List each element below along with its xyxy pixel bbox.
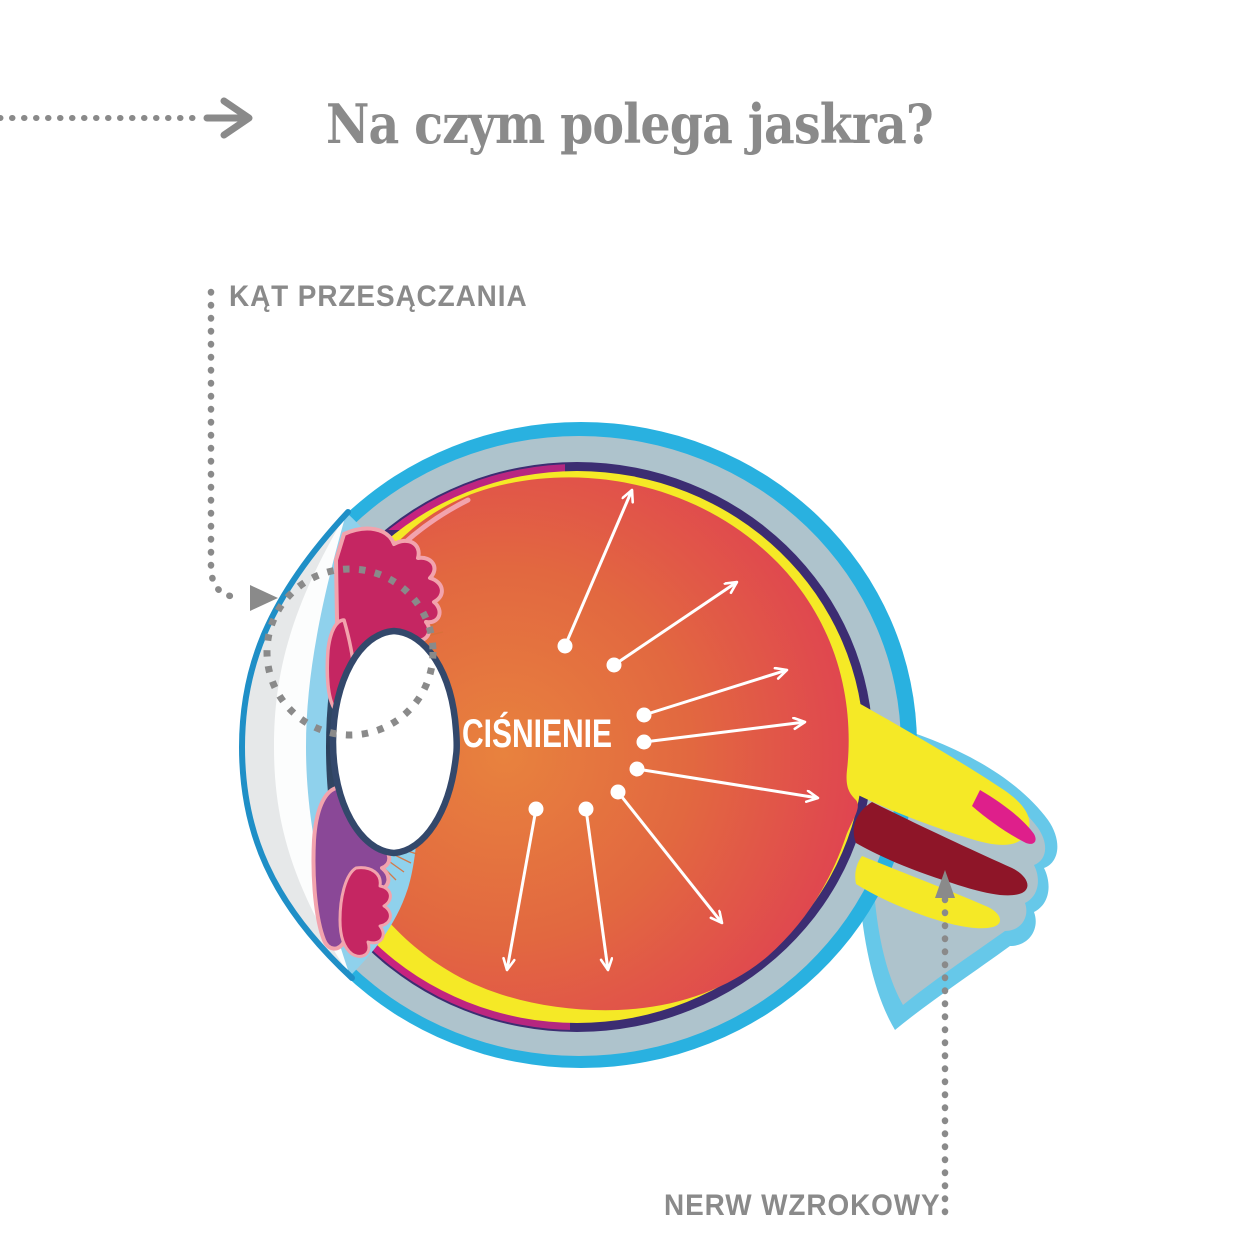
filtration-angle-label: KĄT PRZESĄCZANIA [229,280,528,313]
lens [329,627,460,857]
pressure-arrow [643,670,787,717]
header-arrow-icon [203,97,253,139]
optic-nerve-fibers [839,696,1036,929]
pressure-arrow-origin-dot [528,801,544,817]
pressure-arrow-origin-dot [557,638,573,654]
cornea-white-layer [274,514,350,976]
nerve-fiber-maroon [853,802,1028,896]
iris-lens-group [311,526,460,958]
nerve-magenta-sliver [972,790,1036,844]
pressure-arrow [643,722,805,744]
pressure-arrow [613,582,737,667]
optic-nerve-label: NERW WZROKOWY [664,1189,941,1222]
pressure-arrows [507,490,818,970]
filtration-angle-arrowhead-icon [250,585,278,611]
pressure-label: CIŚNIENIE [462,712,613,756]
nerve-fiber-bottom-yellow [855,856,1001,929]
pressure-arrow [636,767,818,798]
pressure-arrow-origin-dot [578,801,594,817]
pressure-arrow-origin-dot [629,761,645,777]
pressure-arrow-origin-dot [606,657,622,673]
filtration-angle-dotted-circle [263,565,437,739]
pressure-arrow [507,808,538,970]
pressure-arrow [584,808,608,970]
pressure-arrow [563,490,632,647]
filtration-angle-connector [207,288,242,601]
vitreous-body [321,477,858,1011]
iris-ciliary-bottom-crimson [338,866,392,958]
cornea-outline [238,509,355,981]
optic-nerve-arrowhead-icon [935,870,955,898]
pressure-arrow-origin-dot [610,784,626,800]
pressure-arrow-origin-dot [636,707,652,723]
pressure-arrow [616,791,722,923]
annotation-lines [0,97,955,1216]
pressure-arrow-origin-dot [636,734,652,750]
page-title: Na czym polega jaskra? [326,92,934,156]
cornea-gray-layer [244,514,350,976]
